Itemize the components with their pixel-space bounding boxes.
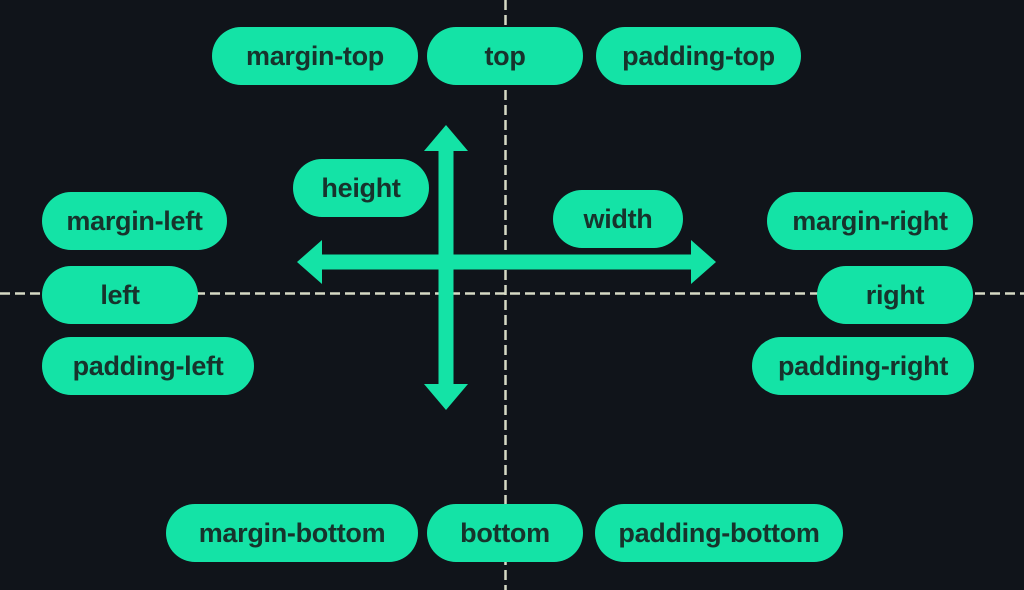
pill-top: top (427, 27, 583, 85)
pill-width: width (553, 190, 683, 248)
pill-height: height (293, 159, 429, 217)
pill-padding-top: padding-top (596, 27, 801, 85)
pill-bottom: bottom (427, 504, 583, 562)
pill-margin-left: margin-left (42, 192, 227, 250)
pill-margin-bottom: margin-bottom (166, 504, 418, 562)
pill-padding-left: padding-left (42, 337, 254, 395)
pill-margin-top: margin-top (212, 27, 418, 85)
pill-padding-right: padding-right (752, 337, 974, 395)
pill-left: left (42, 266, 198, 324)
pill-padding-bottom: padding-bottom (595, 504, 843, 562)
pill-margin-right: margin-right (767, 192, 973, 250)
width-axis-double-arrow-icon (297, 240, 716, 284)
pill-right: right (817, 266, 973, 324)
